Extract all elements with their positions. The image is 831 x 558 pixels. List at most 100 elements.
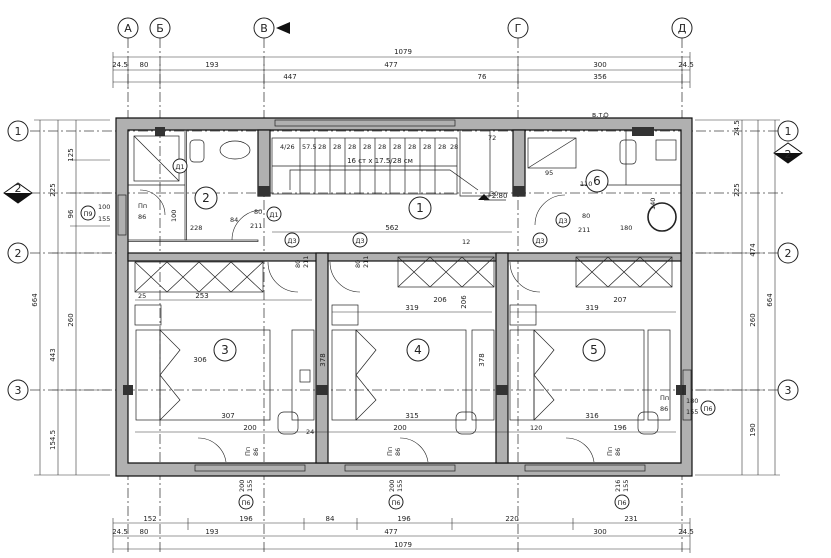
axis-bubbles-side: 1 2 2 3 1 2 2 3 [3,120,803,401]
misc-dim-30: 30 [490,190,498,198]
misc-dim-84-a: 84 [230,216,238,224]
axis-label-3-right: 3 [785,384,792,397]
dim-top-seg-2: 80 [140,61,149,69]
dim-top-seg-3: 193 [205,61,218,69]
door-size-6: 211 [362,256,370,268]
dim-top-row3-3: 356 [593,73,607,81]
misc-dim-25: 25 [138,292,146,300]
opening-pn-right: Пп [660,394,669,402]
dim-right-225: 225 [733,183,741,196]
room3-bot-dim: 307 [221,412,234,420]
section-arrow-top [276,22,290,34]
dim-bot-row1-1: 152 [143,515,156,523]
room5-top-dim: 319 [585,304,598,312]
axis-label-2a-right: 2 [785,148,792,161]
room4-bot-dim: 315 [405,412,418,420]
opening-w200-b1: 200 [238,480,246,492]
bedroom-furniture [134,304,671,435]
dim-left-225: 225 [49,183,57,196]
room-number-6: 6 [593,174,601,188]
vent-label: в.т. [592,111,605,119]
misc-dim-120: 120 [530,424,542,432]
dim-bot-row1-2: 196 [239,515,253,523]
dim-top-seg-5: 300 [593,61,606,69]
dim-bot-row2-2: 80 [140,528,149,536]
opening-86-b1: 86 [252,448,260,456]
stair-tread-5: 28 [348,143,356,151]
dim-top-seg-1: 24.5 [112,61,128,69]
dim-bot-total: 1079 [394,541,412,549]
dim-left-125: 125 [67,148,75,161]
level-value: +2.80 [486,192,507,200]
stair-tread-7: 28 [378,143,386,151]
stair-tread-1: 4/26 [280,143,295,151]
stair: 4/26 57.5 28 28 28 28 28 28 28 28 28 28 … [271,129,491,197]
dim-bot-row2-4: 477 [384,528,397,536]
stair-tread-8: 28 [393,143,401,151]
opening-86-b3: 86 [614,448,622,456]
height-206: 206 [460,295,468,309]
room3-top-dim: 253 [195,292,208,300]
axis-label-v: В [260,22,268,35]
door-dim-200-a: 200 [243,424,256,432]
axis-label-a: А [124,22,132,35]
dim-left-443: 443 [49,348,57,361]
opening-pn-b2: Пп [386,447,394,456]
misc-dim-95: 95 [545,169,553,177]
height-378-a: 378 [319,353,327,366]
room-number-1: 1 [416,201,424,215]
door-code-4: Д3 [535,237,544,245]
opening-pn-86-left: 86 [138,213,146,221]
dim-left-96: 96 [67,209,75,218]
misc-dim-110: 110 [580,180,592,188]
opening-86-b2: 86 [394,448,402,456]
opening-p6-code-b2: П6 [391,499,400,507]
room4-mid-dim: 206 [433,296,447,304]
door-dim-196: 196 [613,424,627,432]
axis-label-1-left: 1 [15,125,22,138]
dim-bot-row1-5: 220 [505,515,518,523]
misc-dim-228: 228 [190,224,202,232]
stair-tread-11: 28 [438,143,446,151]
misc-dim-72: 72 [488,134,496,142]
dim-right-260: 260 [749,313,757,326]
dim-left-outer: 664 [31,293,39,307]
windows [117,119,692,472]
door-markers: Д1 Д3 Д3 Д3 Д3 Д1 [172,158,571,248]
dim-bot-row2-1: 24.5 [112,528,128,536]
dim-right-outer: 664 [766,293,774,307]
opening-w216-b3: 216 [614,480,622,492]
opening-p9-w: 100 [98,203,110,211]
dim-right-474: 474 [749,243,757,257]
stair-tread-6: 28 [363,143,371,151]
dimension-chain-left: 664 125 225 96 260 443 154.5 [31,119,110,476]
misc-dim-12: 12 [462,238,470,246]
opening-labels: П9 100 155 Пп 86 100 П6 180 155 Пп 86 П6… [80,202,716,510]
room1-width: 562 [385,224,398,232]
level-mark: +2.80 [478,192,507,201]
dim-left-260: 260 [67,313,75,326]
dim-bot-row2-3: 193 [205,528,218,536]
axis-bubbles-top: А Б В Г Д [117,17,693,39]
stair-tread-9: 28 [408,143,416,151]
opening-w200-b2: 200 [388,480,396,492]
door-code-3: Д3 [355,237,364,245]
dimension-chain-top: 1079 24.5 80 193 477 300 24.5 447 76 356 [112,48,694,88]
door-code-6: Д1 [175,163,184,171]
opening-pn-b1: Пп [244,447,252,456]
door-size-7: 80 [582,212,590,220]
door-dim-200-b: 200 [393,424,406,432]
dim-top-total: 1079 [394,48,412,56]
exterior-walls [115,117,693,477]
dim-left-154-5: 154.5 [49,430,57,450]
opening-w155-b1: 155 [246,480,254,492]
room-number-4: 4 [414,343,422,357]
opening-pn-left: Пп [138,202,147,210]
opening-p6-h: 155 [686,408,698,416]
door-size-5: 80 [354,260,362,268]
axis-label-g: Г [515,22,522,35]
door-code-5: Д3 [558,217,567,225]
stair-tread-3: 28 [318,143,326,151]
dim-top-seg-4: 477 [384,61,397,69]
